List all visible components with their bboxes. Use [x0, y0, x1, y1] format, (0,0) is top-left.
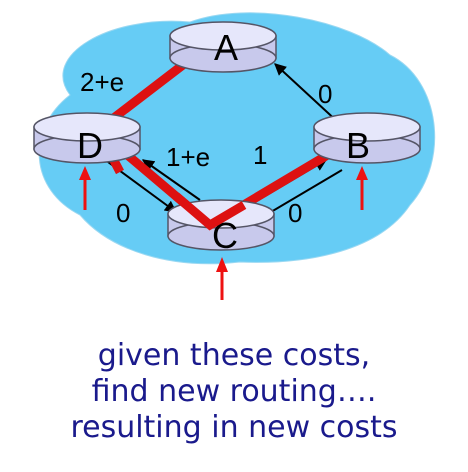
caption-line-2: find new routing…. [91, 374, 377, 409]
input-arrow-d [79, 166, 91, 210]
input-arrows [79, 166, 368, 300]
cost-b-a: 0 [318, 79, 332, 109]
cost-c-b: 1 [253, 140, 267, 170]
network-cloud [38, 12, 436, 265]
router-a[interactable]: A [169, 21, 277, 73]
path-over-c [173, 192, 247, 231]
input-arrow-c [216, 257, 228, 300]
router-b-label: B [346, 125, 370, 166]
router-d[interactable]: D [33, 112, 141, 166]
cost-d-a: 2+e [80, 67, 124, 97]
router-b[interactable]: B [313, 112, 421, 166]
cost-d-c: 0 [116, 198, 130, 228]
cost-c-d: 1+e [166, 142, 210, 172]
link-c-d [142, 159, 201, 201]
router-a-label: A [214, 27, 238, 68]
routing-diagram: A D B C 2+e 0 1+e 1 0 0 [33, 12, 436, 300]
cost-b-c: 0 [288, 198, 302, 228]
link-b-a [274, 63, 341, 125]
caption-line-1: given these costs, [97, 338, 371, 373]
caption-line-3: resulting in new costs [70, 410, 398, 445]
caption: given these costs, find new routing…. re… [0, 338, 468, 446]
input-arrow-b [356, 166, 368, 210]
router-d-label: D [77, 125, 103, 166]
